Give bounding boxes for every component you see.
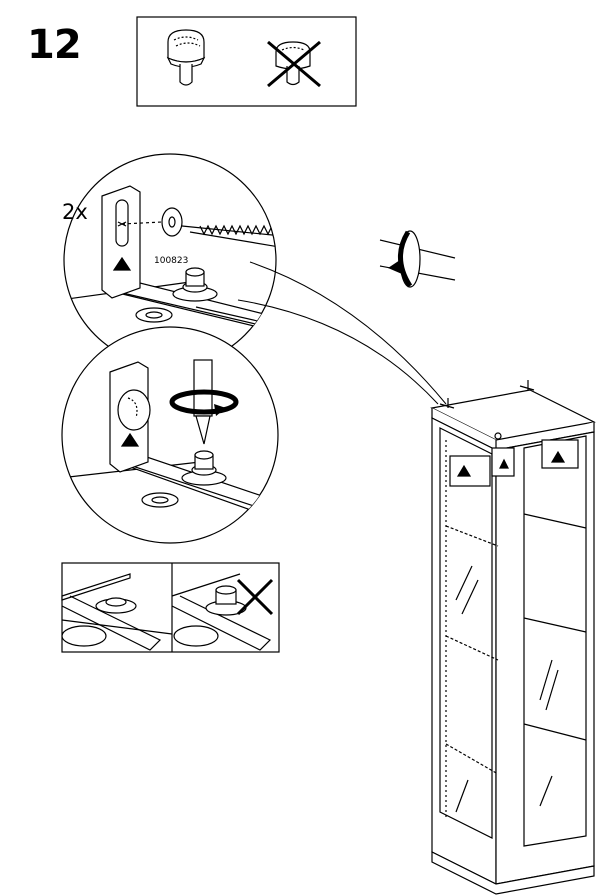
part-number-label: 100823 <box>154 256 189 266</box>
rotate-clockwise-arrow-icon <box>169 389 239 416</box>
detail-circle-tighten <box>61 326 279 544</box>
x-mark-icon <box>236 578 274 616</box>
step-number: 12 <box>27 22 82 68</box>
rotate-clockwise-arrow-icon <box>388 230 413 288</box>
comparison-box <box>61 562 280 653</box>
tightened-cam-lock-icon <box>166 29 206 86</box>
detail-circle-screw <box>63 153 456 405</box>
crossed-out-loose-cam-lock-icon <box>267 40 321 88</box>
quantity-label: 2x <box>62 200 88 224</box>
glass-cabinet <box>430 380 596 895</box>
info-box <box>136 16 357 107</box>
